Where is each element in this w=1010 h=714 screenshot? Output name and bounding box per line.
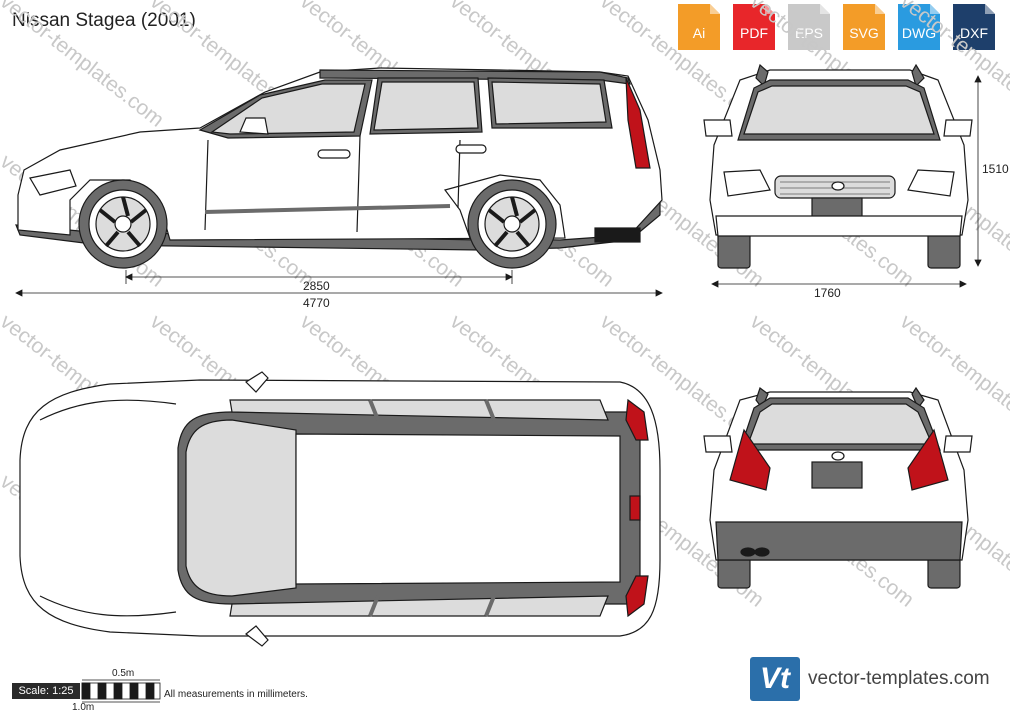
top-view xyxy=(19,371,661,647)
scale-bar xyxy=(81,679,161,703)
height-label: 1510 xyxy=(982,162,1009,176)
file-icon xyxy=(678,4,720,50)
file-icon xyxy=(953,4,995,50)
wheelbase-label: 2850 xyxy=(303,279,330,293)
format-badge-ai[interactable]: Ai xyxy=(676,2,722,52)
format-label: EPS xyxy=(794,25,823,41)
format-badge-svg[interactable]: SVG xyxy=(841,2,887,52)
format-badge-eps[interactable]: EPS xyxy=(786,2,832,52)
front-wheel xyxy=(78,179,168,269)
format-badge-pdf[interactable]: PDF xyxy=(731,2,777,52)
format-badges: Ai PDF EPS SVG DWG DXF xyxy=(676,2,997,52)
measurement-note: All measurements in millimeters. xyxy=(164,689,308,700)
format-label: SVG xyxy=(849,25,879,41)
front-dimension-lines xyxy=(711,75,982,288)
length-label: 4770 xyxy=(303,296,330,310)
meter-label: 1.0m xyxy=(72,702,95,713)
side-dimension-lines xyxy=(15,270,663,297)
brand-logo: Vt xyxy=(750,657,800,701)
file-icon xyxy=(788,4,830,50)
width-label: 1760 xyxy=(814,286,841,300)
rear-wheel xyxy=(467,179,557,269)
format-badge-dxf[interactable]: DXF xyxy=(951,2,997,52)
site-link[interactable]: vector-templates.com xyxy=(808,668,990,689)
format-badge-dwg[interactable]: DWG xyxy=(896,2,942,52)
file-icon xyxy=(843,4,885,50)
half-meter-label: 0.5m xyxy=(112,668,135,679)
format-label: DXF xyxy=(960,25,988,41)
file-icon xyxy=(898,4,940,50)
format-label: Ai xyxy=(692,25,706,41)
front-view xyxy=(703,63,973,269)
side-view xyxy=(15,67,663,269)
rear-view xyxy=(703,386,973,589)
scale-label: Scale: 1:25 xyxy=(12,683,80,699)
format-label: PDF xyxy=(740,25,768,41)
file-icon xyxy=(733,4,775,50)
format-label: DWG xyxy=(901,25,937,41)
page-title: Nissan Stagea (2001) xyxy=(12,10,196,31)
